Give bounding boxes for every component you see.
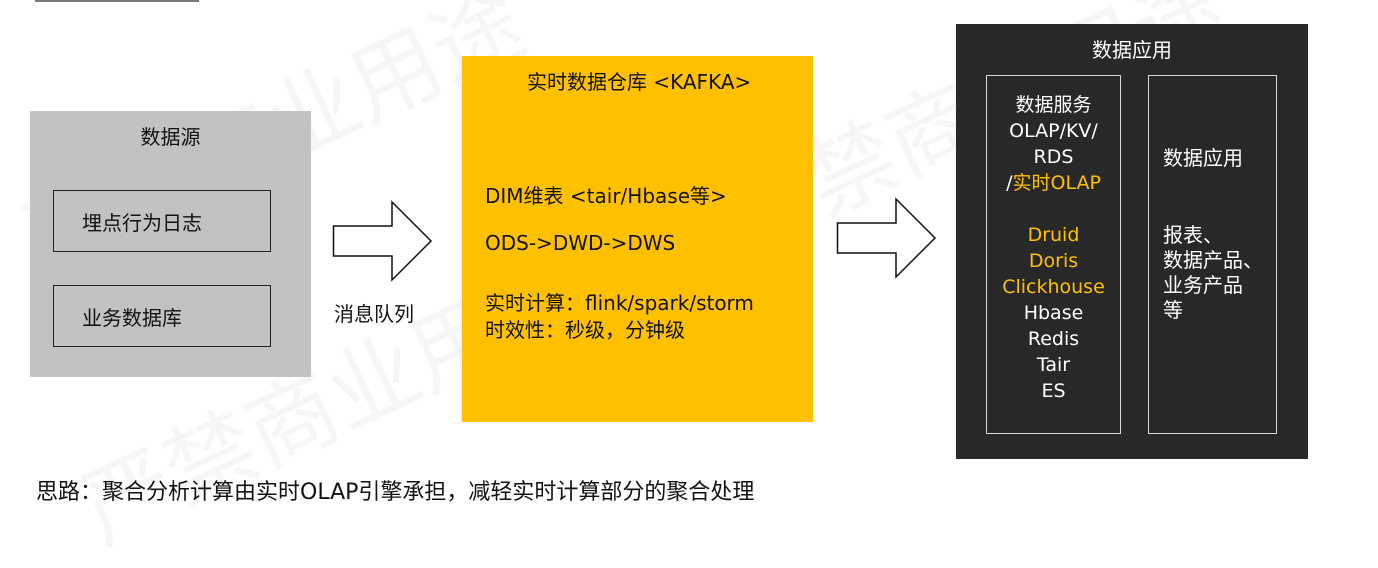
- engine-es: ES: [1041, 380, 1066, 402]
- arrow-right-icon: [836, 197, 937, 279]
- realtime-warehouse-box: 实时数据仓库 <KAFKA> DIM维表 <tair/Hbase等> ODS->…: [462, 56, 813, 422]
- usage-title: 数据应用: [1163, 146, 1243, 170]
- data-service-box: 数据服务 OLAP/KV/ RDS /实时OLAP Druid Doris Cl…: [986, 75, 1121, 434]
- message-queue-label: 消息队列: [334, 302, 414, 326]
- application-title: 数据应用: [1092, 38, 1172, 62]
- usage-box: 数据应用 报表、 数据产品、 业务产品 等: [1148, 75, 1277, 434]
- usage-line: 业务产品: [1163, 273, 1243, 297]
- warehouse-title: 实时数据仓库 <KAFKA>: [527, 70, 752, 94]
- service-heading: 数据服务: [1015, 94, 1092, 116]
- data-source-title: 数据源: [140, 125, 201, 149]
- top-divider-line: [35, 0, 199, 2]
- layer-flow-line: ODS->DWD->DWS: [485, 231, 676, 255]
- usage-line: 数据产品、: [1163, 248, 1263, 272]
- source-item-business-db: 业务数据库: [53, 285, 271, 347]
- engine-redis: Redis: [1027, 328, 1080, 350]
- engine-doris: Doris: [1028, 250, 1079, 272]
- usage-line: 等: [1163, 298, 1183, 322]
- engine-clickhouse: Clickhouse: [1002, 276, 1105, 298]
- service-heading: OLAP/KV/: [1009, 120, 1098, 142]
- footer-note: 思路：聚合分析计算由实时OLAP引擎承担，减轻实时计算部分的聚合处理: [36, 480, 755, 505]
- dim-table-line: DIM维表 <tair/Hbase等>: [485, 184, 727, 208]
- engine-tair: Tair: [1036, 354, 1071, 376]
- data-source-box: 数据源 埋点行为日志 业务数据库: [30, 111, 311, 377]
- usage-line: 报表、: [1163, 223, 1223, 247]
- engine-druid: Druid: [1027, 224, 1080, 246]
- realtime-olap-line: /实时OLAP: [1006, 172, 1101, 194]
- source-item-tracking-logs: 埋点行为日志: [53, 190, 271, 252]
- latency-line: 时效性：秒级，分钟级: [485, 318, 685, 342]
- data-application-box: 数据应用 数据服务 OLAP/KV/ RDS /实时OLAP Druid Dor…: [956, 24, 1308, 459]
- compute-engine-line: 实时计算：flink/spark/storm: [485, 291, 754, 315]
- arrow-right-icon: [332, 200, 433, 282]
- engine-hbase: Hbase: [1023, 302, 1084, 324]
- service-heading: RDS: [1033, 146, 1074, 168]
